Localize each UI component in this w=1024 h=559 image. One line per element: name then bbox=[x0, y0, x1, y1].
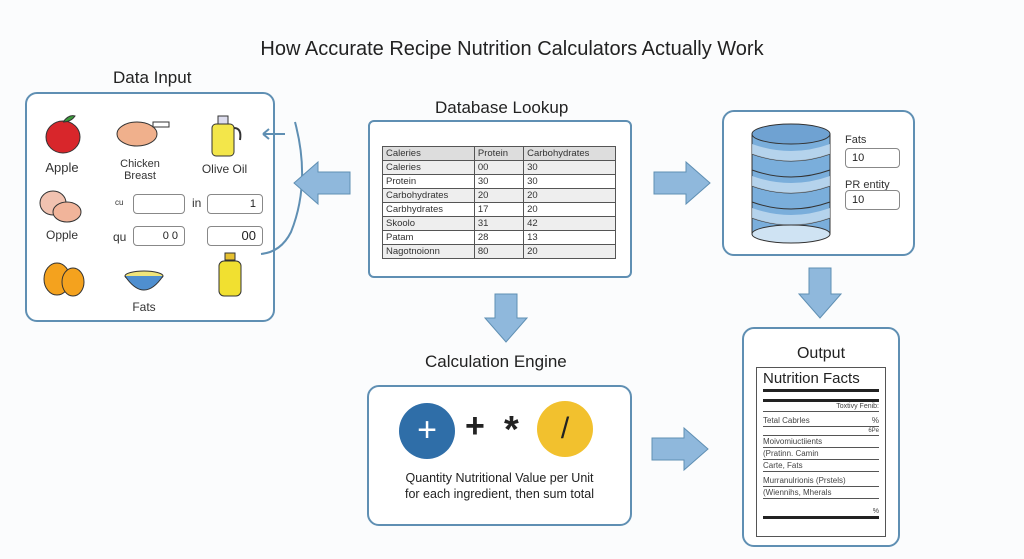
chicken-breast-icon bbox=[116, 121, 170, 147]
arrow-down-icon bbox=[483, 293, 529, 343]
table-cell: Carbhydrates bbox=[382, 202, 475, 217]
field-label-in: in bbox=[192, 196, 202, 210]
calculation-engine-heading: Calculation Engine bbox=[425, 352, 567, 371]
table-cell: 17 bbox=[473, 202, 525, 217]
divide-circle-icon: / bbox=[537, 401, 593, 457]
plus-icon: + bbox=[465, 407, 485, 445]
arrow-right-icon bbox=[651, 426, 709, 472]
database-panel: Fats 10 PR entity 10 bbox=[722, 110, 915, 256]
table-cell: 42 bbox=[523, 216, 616, 231]
table-cell: Caleries bbox=[382, 160, 475, 175]
nf-line: % bbox=[763, 507, 879, 519]
calc-description-2: for each ingredient, then sum total bbox=[404, 487, 594, 501]
table-header: Protein bbox=[473, 146, 525, 161]
table-cell: 20 bbox=[523, 188, 616, 203]
table-cell: 30 bbox=[523, 174, 616, 189]
nf-line: Carte, Fats bbox=[763, 460, 879, 472]
data-input-panel: Apple Chicken Breast Olive Oil Opple cu … bbox=[25, 92, 275, 322]
apple-icon bbox=[45, 115, 81, 154]
database-lookup-heading: Database Lookup bbox=[435, 98, 569, 117]
table-cell: Protein bbox=[382, 174, 475, 189]
item-label-opple: Opple bbox=[45, 228, 79, 242]
fats-label: Fats bbox=[845, 134, 867, 146]
opple-icon bbox=[39, 190, 82, 223]
quantity-field-4[interactable]: 00 bbox=[207, 226, 263, 246]
table-cell: 20 bbox=[523, 202, 616, 217]
table-cell: 28 bbox=[473, 230, 525, 245]
arrow-left-icon bbox=[293, 160, 351, 206]
page-title: How Accurate Recipe Nutrition Calculator… bbox=[260, 38, 764, 60]
plus-circle-icon: + bbox=[399, 403, 455, 459]
output-heading: Output bbox=[796, 345, 846, 362]
calculation-engine-panel: + + * / Quantity Nutritional Value per U… bbox=[367, 385, 632, 526]
field-label-cu: cu bbox=[115, 198, 124, 207]
nf-row: Tetal Cabrles% bbox=[763, 415, 879, 427]
table-cell: 30 bbox=[523, 160, 616, 175]
table-cell: 30 bbox=[473, 174, 525, 189]
feedback-connector bbox=[260, 121, 304, 255]
table-cell: 13 bbox=[523, 230, 616, 245]
olive-oil-icon bbox=[211, 115, 242, 157]
nf-line: (Pratinn. Camin bbox=[763, 448, 879, 460]
item-label-chicken-breast: Chicken Breast bbox=[120, 158, 160, 182]
quantity-field-2[interactable]: 1 bbox=[207, 194, 263, 214]
nf-line: 6Pe bbox=[763, 427, 879, 436]
table-cell: 00 bbox=[473, 160, 525, 175]
table-header: Carbohydrates bbox=[523, 146, 616, 161]
nf-line: Tetal Cabrles bbox=[763, 416, 810, 425]
arrow-down-icon bbox=[797, 267, 843, 319]
bowl-icon bbox=[124, 270, 164, 291]
table-cell: Skoolo bbox=[382, 216, 475, 231]
quantity-field-3[interactable]: 0 0 bbox=[133, 226, 185, 246]
arrow-right-icon bbox=[653, 160, 711, 206]
eggs-icon bbox=[43, 262, 85, 297]
table-cell: Nagotnoionn bbox=[382, 244, 475, 259]
data-input-heading: Data Input bbox=[113, 68, 192, 87]
nf-line: Toxtivy Fenib: bbox=[763, 402, 879, 412]
pr-entity-field[interactable]: 10 bbox=[845, 190, 900, 210]
table-cell: Carbohydrates bbox=[382, 188, 475, 203]
table-cell: 80 bbox=[473, 244, 525, 259]
nf-line: Moivomiuctiients bbox=[763, 436, 879, 448]
table-cell: 31 bbox=[473, 216, 525, 231]
multiply-icon: * bbox=[504, 409, 519, 451]
item-label-olive-oil: Olive Oil bbox=[201, 162, 248, 176]
table-cell: 20 bbox=[523, 244, 616, 259]
calc-description-1: Quantity Nutritional Value per Unit bbox=[405, 471, 594, 485]
table-header: Caleries bbox=[382, 146, 475, 161]
nutrition-facts-title: Nutrition Facts bbox=[763, 370, 879, 392]
quantity-field-1[interactable] bbox=[133, 194, 185, 214]
nf-line: % bbox=[871, 416, 879, 425]
item-label-fats: Fats bbox=[132, 300, 156, 314]
item-label-apple: Apple bbox=[45, 160, 79, 175]
pr-entity-label: PR entity bbox=[845, 179, 890, 191]
nutrition-facts-label: Nutrition Facts Toxtivy Fenib: Tetal Cab… bbox=[756, 367, 886, 537]
oil-bottle-icon bbox=[218, 252, 242, 297]
nf-line: Murranulrionis (Prstels) bbox=[763, 475, 879, 487]
field-label-qu: qu bbox=[113, 230, 127, 244]
table-cell: 20 bbox=[473, 188, 525, 203]
table-cell: Patam bbox=[382, 230, 475, 245]
nf-line: (Wiennihs, Mherals bbox=[763, 487, 879, 499]
database-icon bbox=[751, 123, 831, 244]
output-panel: Output Nutrition Facts Toxtivy Fenib: Te… bbox=[742, 327, 900, 547]
fats-field[interactable]: 10 bbox=[845, 148, 900, 168]
